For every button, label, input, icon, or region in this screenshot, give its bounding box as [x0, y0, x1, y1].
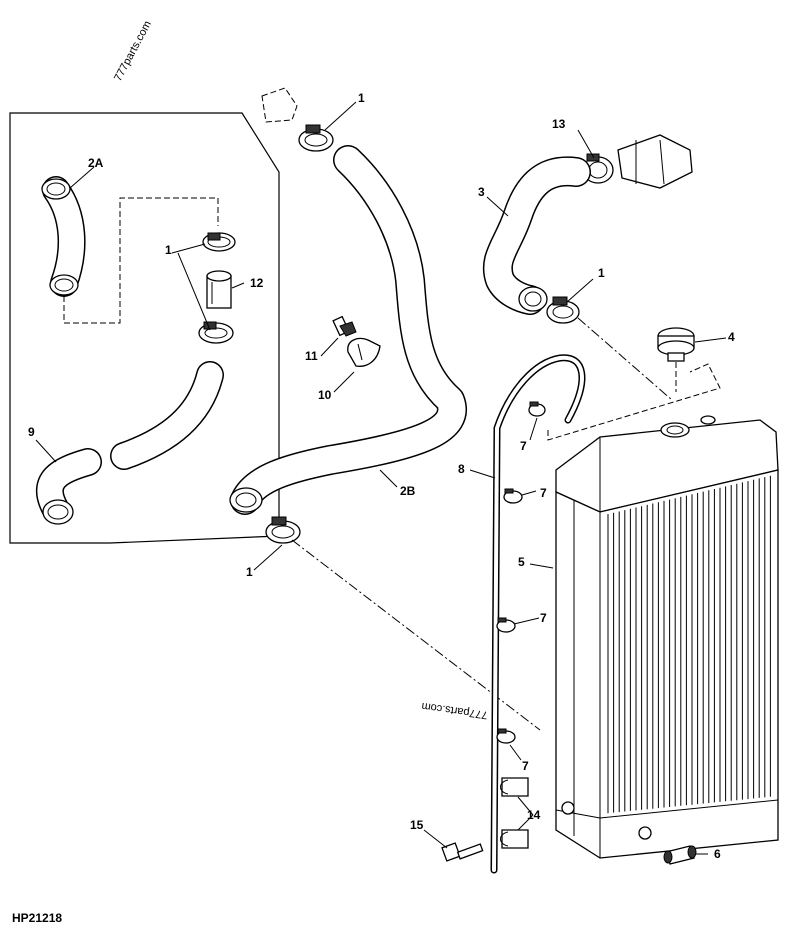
centerline-upper-hose — [577, 317, 673, 401]
callout-7-d: 7 — [522, 759, 529, 773]
callout-7-a: 7 — [520, 439, 527, 453]
retaining-clip-14-upper[interactable] — [500, 777, 529, 797]
callout-15: 15 — [410, 818, 424, 832]
tube-clamp-7-c[interactable] — [496, 617, 516, 633]
callout-3: 3 — [478, 185, 485, 199]
radiator-cap-4[interactable] — [657, 327, 695, 362]
hose-clamp-inset-lower[interactable] — [198, 321, 234, 344]
tube-clamp-7-a[interactable] — [528, 401, 546, 417]
callout-12: 12 — [250, 276, 264, 290]
callout-1-inset: 1 — [165, 243, 172, 257]
callout-8: 8 — [458, 462, 465, 476]
leader-lines — [35, 101, 727, 855]
hose-3[interactable] — [482, 156, 591, 315]
callout-4: 4 — [728, 330, 735, 344]
hose-2a[interactable] — [41, 176, 86, 297]
dashed-clamp-outline — [261, 87, 298, 123]
callout-7-c: 7 — [540, 611, 547, 625]
callout-2b: 2B — [400, 484, 416, 498]
hose-2b[interactable] — [229, 145, 467, 515]
radiator-core-fins — [607, 475, 771, 814]
hose-9[interactable] — [35, 361, 224, 525]
clip-10[interactable] — [347, 337, 381, 367]
tube-clamp-7-b[interactable] — [503, 488, 523, 504]
hose-clamp-bottom[interactable] — [265, 516, 301, 544]
callout-10: 10 — [318, 388, 332, 402]
callout-1-right: 1 — [598, 266, 605, 280]
callout-14: 14 — [527, 808, 541, 822]
inset-dashed-path — [63, 197, 219, 324]
connector-tube-12[interactable] — [206, 270, 232, 309]
overflow-tube-8[interactable] — [490, 354, 586, 874]
figure-code: HP21218 — [12, 911, 62, 925]
elbow-fitting[interactable] — [617, 134, 693, 189]
watermark-top: 777parts.com — [112, 19, 154, 83]
callout-1-top: 1 — [358, 91, 365, 105]
hose-clamp-inset-upper[interactable] — [202, 232, 236, 252]
callout-9: 9 — [28, 425, 35, 439]
bolt-11[interactable] — [332, 315, 357, 337]
radiator-5[interactable] — [555, 415, 779, 859]
callout-5: 5 — [518, 555, 525, 569]
tube-clamp-7-d[interactable] — [496, 728, 516, 744]
overflow-dashed-line — [547, 363, 721, 441]
retaining-clip-14-lower[interactable] — [500, 829, 529, 849]
callout-1-bottom: 1 — [246, 565, 253, 579]
callout-2a: 2A — [88, 156, 104, 170]
drain-valve-6[interactable] — [663, 845, 697, 865]
bolt-15[interactable] — [441, 842, 484, 862]
watermark-middle: 777parts.com — [421, 700, 489, 721]
callout-11: 11 — [305, 349, 318, 363]
callout-7-b: 7 — [540, 486, 547, 500]
hose-clamp-top[interactable] — [298, 124, 334, 152]
callout-13: 13 — [552, 117, 566, 131]
hose-clamp-right[interactable] — [546, 296, 580, 324]
callout-6: 6 — [714, 847, 721, 861]
centerline-lower-hose — [291, 539, 541, 731]
